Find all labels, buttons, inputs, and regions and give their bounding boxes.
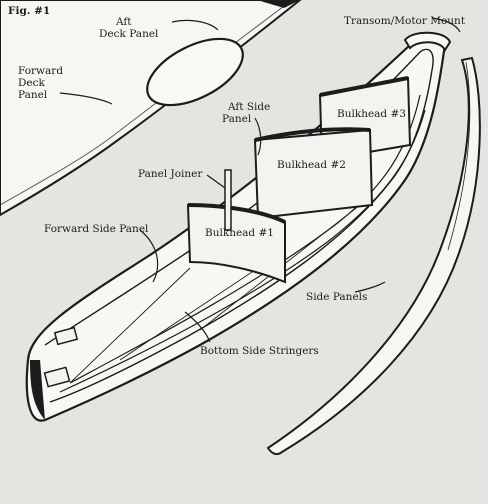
label-forward-side-panel: Forward Side Panel	[44, 223, 149, 235]
label-forward-deck-line1: Forward	[18, 65, 63, 77]
label-panel-joiner: Panel Joiner	[138, 168, 203, 180]
label-bottom-side-stringers: Bottom Side Stringers	[200, 345, 319, 357]
label-forward-deck-line3: Panel	[18, 89, 48, 101]
label-bulkhead-3: Bulkhead #3	[337, 108, 406, 120]
deck-panels	[0, 0, 302, 217]
bow-block-2	[43, 366, 71, 388]
label-side-panels: Side Panels	[306, 291, 367, 303]
loose-side-panel	[266, 56, 481, 456]
bow-block-1	[53, 326, 79, 346]
deck-opening	[146, 37, 244, 107]
transom	[403, 31, 452, 53]
figure-label: Fig. #1	[8, 5, 50, 17]
label-forward-deck-line2: Deck	[18, 77, 46, 89]
bulkhead-1	[186, 203, 286, 284]
leader-lines	[59, 17, 461, 343]
label-aft-deck-line2: Deck Panel	[99, 28, 159, 40]
label-bulkhead-1: Bulkhead #1	[205, 227, 274, 239]
label-aft-deck-line1: Aft	[115, 16, 132, 28]
label-bulkhead-2: Bulkhead #2	[277, 159, 346, 171]
label-transom: Transom/Motor Mount	[344, 15, 466, 27]
bulkhead-2	[253, 127, 374, 220]
label-aft-side-line2: Panel	[222, 113, 252, 125]
label-aft-side-line1: Aft Side	[227, 101, 270, 113]
panel-joiner	[224, 169, 232, 231]
